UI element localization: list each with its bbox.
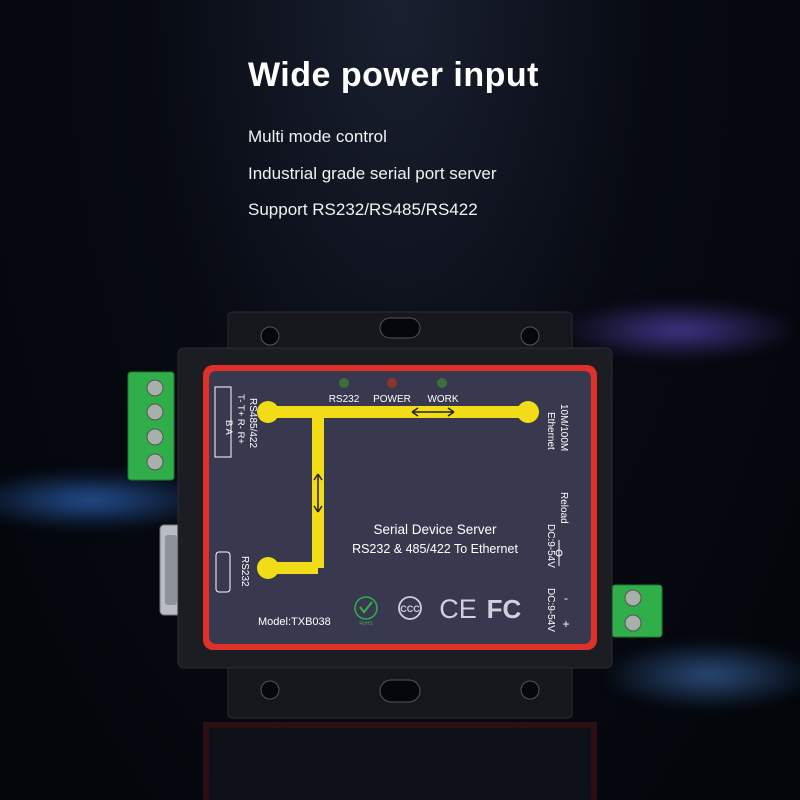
dc-terminal-label: DC:9-54V xyxy=(545,588,556,632)
led-label-work: WORK xyxy=(427,394,458,405)
device-title: Serial Device Server xyxy=(373,522,497,537)
led-rs232 xyxy=(339,378,349,388)
feature-3: Support RS232/RS485/RS422 xyxy=(248,200,478,219)
terminal-plus-label: + xyxy=(562,617,569,631)
mounting-plate-bottom xyxy=(227,659,573,719)
rs485-pin-labels-2: B A xyxy=(223,420,234,435)
status-leds: RS232 POWER WORK xyxy=(329,378,459,405)
rs485-port-outline xyxy=(214,386,232,458)
reload-label: Reload xyxy=(558,492,569,524)
certification-marks: RoHS CCC CE FC xyxy=(354,594,522,627)
led-power xyxy=(387,378,397,388)
rs232-port-label: RS232 xyxy=(239,556,250,587)
front-panel xyxy=(209,371,591,644)
led-label-power: POWER xyxy=(373,394,411,405)
rs485-port-label: RS485/422 xyxy=(247,398,258,448)
fc-mark: FC xyxy=(487,594,522,624)
led-work xyxy=(437,378,447,388)
rs485-pin-labels: T- T+ R- R+ xyxy=(235,394,246,444)
rohs-text: RoHS xyxy=(359,621,373,627)
dc-polarity-icon xyxy=(555,540,563,566)
terminal-minus-label: - xyxy=(564,591,568,605)
ce-mark: CE xyxy=(439,594,477,624)
ethernet-speed-label: 10M/100M xyxy=(558,404,569,451)
db9-connector xyxy=(159,524,183,616)
model-label: Model:TXB038 xyxy=(258,616,331,628)
ccc-icon: CCC xyxy=(398,596,422,620)
rs485-terminal-block xyxy=(127,371,175,481)
device-reflection xyxy=(203,722,597,800)
rs232-port-outline xyxy=(215,551,231,593)
led-label-rs232: RS232 xyxy=(329,394,360,405)
feature-2: Industrial grade serial port server xyxy=(248,164,497,183)
ccc-text: CCC xyxy=(400,604,420,614)
light-streak-bottom-right xyxy=(600,640,800,710)
device-subtitle: RS232 & 485/422 To Ethernet xyxy=(352,542,518,556)
headline: Wide power input xyxy=(248,56,540,94)
rohs-icon: RoHS xyxy=(354,596,378,627)
dc-input-label: DC:9-54V xyxy=(545,524,556,568)
feature-1: Multi mode control xyxy=(248,127,387,146)
power-terminal-block xyxy=(611,584,663,638)
circuit-traces xyxy=(257,401,539,579)
ethernet-label: Ethernet xyxy=(545,412,556,450)
